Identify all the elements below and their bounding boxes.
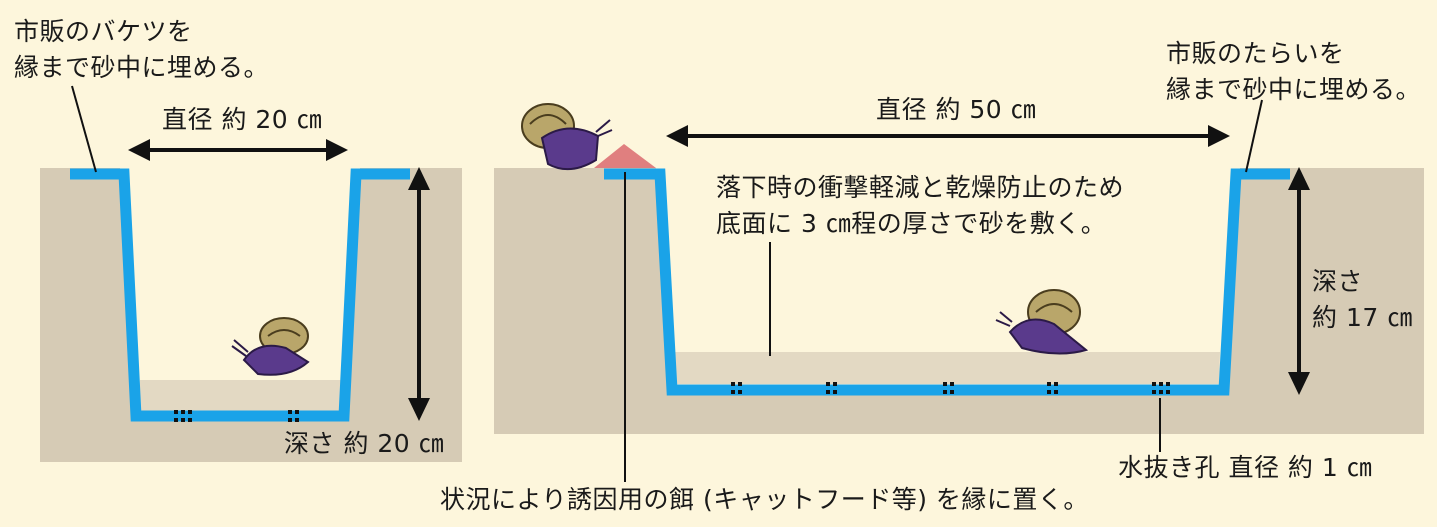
right-note-leader: [1245, 99, 1263, 173]
hermit-crab-right: [995, 289, 1089, 355]
left-depth-arrow: [408, 167, 430, 421]
right-trap-panel: [494, 99, 1424, 482]
left-note-line1: 市販のバケツを: [14, 17, 193, 46]
drain-hole-label: 水抜き孔 直径 約 1 ㎝: [1118, 453, 1373, 482]
right-note-line1: 市販のたらいを: [1166, 39, 1345, 68]
left-note-leader: [71, 85, 97, 173]
right-diameter-label: 直径 約 50 ㎝: [876, 95, 1037, 124]
right-sand-layer: [668, 352, 1220, 384]
bait-note: 状況により誘因用の餌 (キャットフード等) を縁に置く。: [440, 485, 1089, 514]
right-tub-wall: [604, 168, 1290, 396]
right-drain-holes: [731, 382, 1170, 394]
left-bucket-wall: [70, 168, 410, 422]
left-depth-label: 深さ 約 20 ㎝: [284, 429, 445, 458]
right-depth-label-line1: 深さ: [1312, 267, 1364, 296]
right-depth-label-line2: 約 17 ㎝: [1312, 303, 1413, 332]
left-sand-layer: [138, 380, 342, 412]
right-note-line2: 縁まで砂中に埋める。: [1166, 75, 1422, 104]
right-depth-arrow: [1288, 167, 1310, 395]
left-diameter-label: 直径 約 20 ㎝: [162, 105, 323, 134]
left-drain-holes: [174, 410, 299, 422]
hermit-crab-rim: [521, 103, 613, 171]
left-trap-panel: [40, 85, 462, 462]
left-diameter-arrow: [128, 139, 348, 161]
right-tub-interior: [662, 178, 1232, 352]
hermit-crab-left: [231, 317, 310, 376]
right-soil: [494, 168, 1424, 434]
sand-note-line2: 底面に 3 ㎝程の厚さで砂を敷く。: [716, 209, 1107, 238]
bait-mound: [594, 144, 656, 168]
left-note-line2: 縁まで砂中に埋める。: [14, 53, 270, 82]
sand-note-line1: 落下時の衝撃軽減と乾燥防止のため: [716, 173, 1125, 202]
left-bucket-interior: [128, 178, 356, 380]
right-diameter-arrow: [666, 125, 1230, 147]
